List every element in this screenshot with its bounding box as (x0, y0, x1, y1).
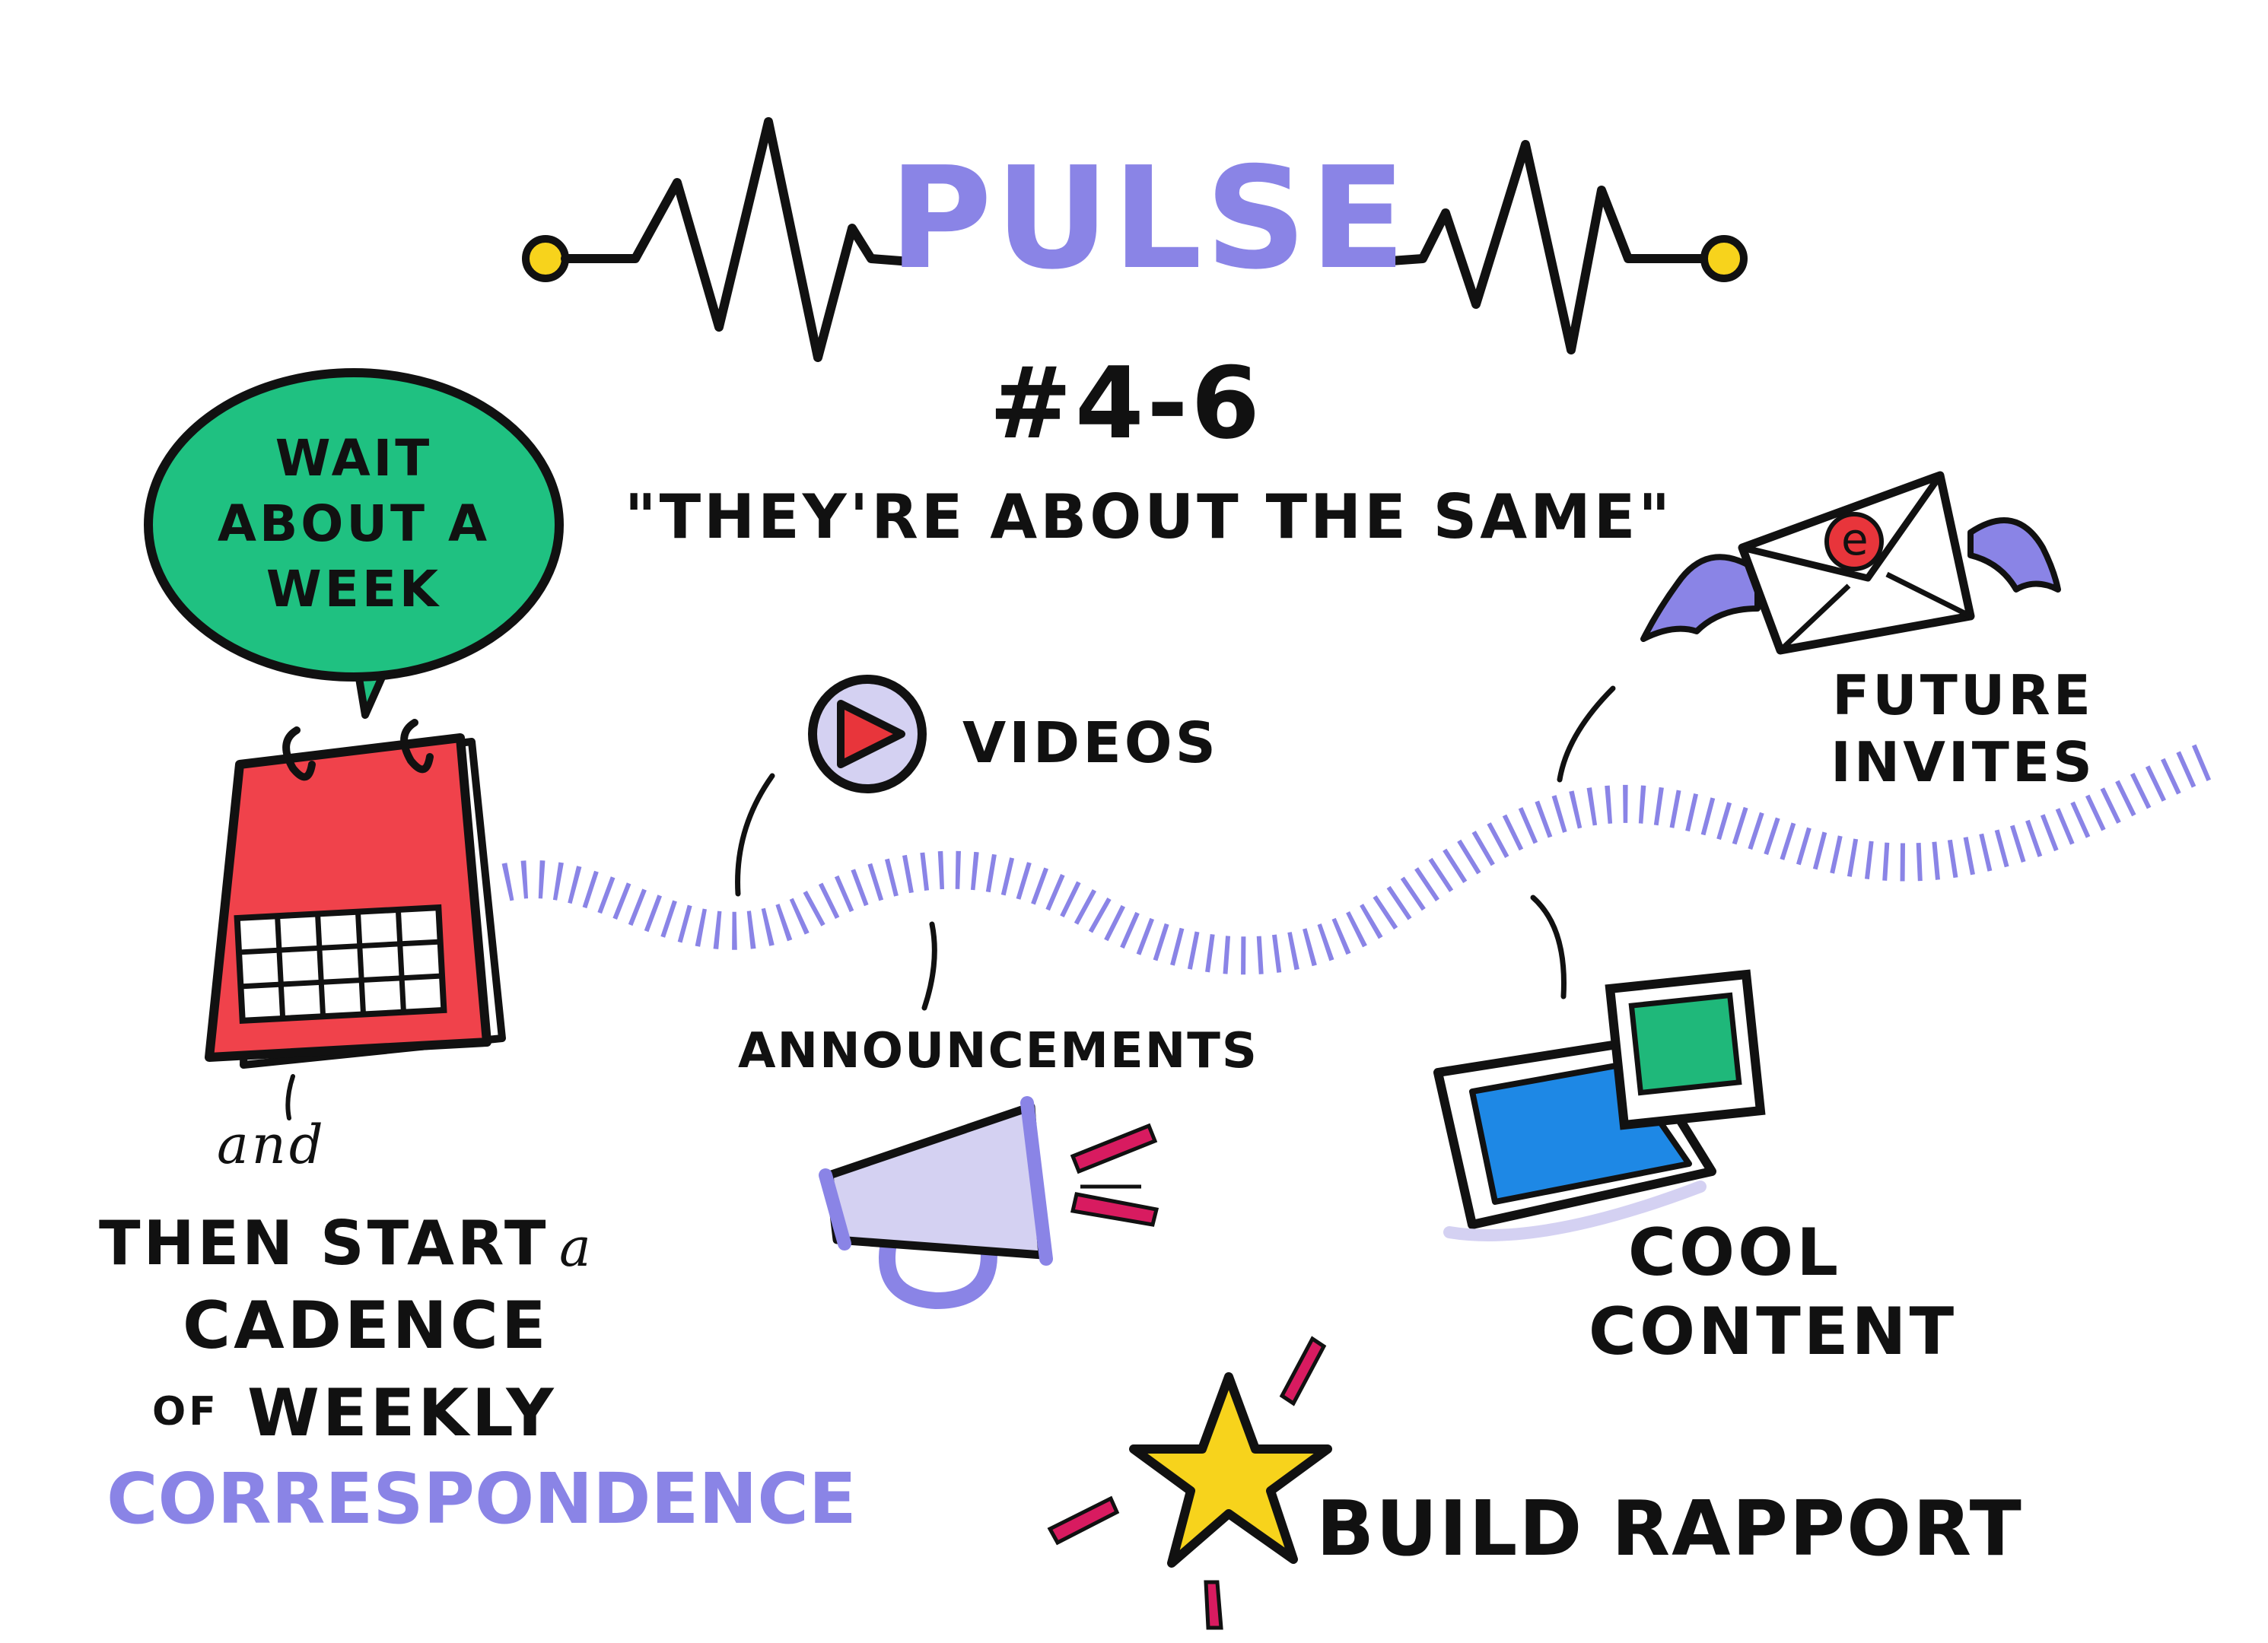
announcements-label: ANNOUNCEMENTS (738, 1023, 1258, 1079)
future-invites-line: FUTURE (1832, 663, 2094, 727)
calendar-note-line: THEN START (99, 1208, 549, 1279)
build-rapport-label: BUILD RAPPORT (1316, 1484, 2023, 1573)
heartbeat-line-left-icon (522, 117, 925, 362)
calendar-note-line: CADENCE (183, 1288, 549, 1364)
megaphone-icon (819, 1096, 1159, 1310)
photo-frames-icon (1433, 969, 1766, 1241)
calendar-icon (205, 719, 506, 1120)
cool-content-label: COOL CONTENT (1589, 1213, 1957, 1371)
bubble-line: WAIT (275, 429, 433, 488)
future-invites-label: FUTURE INVITES (1831, 662, 2095, 796)
calendar-note-of: OF (152, 1389, 219, 1435)
speech-bubble-text: WAIT ABOUT A WEEK (218, 426, 490, 622)
envelope-letter: e (1841, 513, 1869, 565)
connector-lines (735, 685, 1616, 1011)
quote-text: "THEY'RE ABOUT THE SAME" (624, 481, 1674, 552)
bubble-line: ABOUT A (217, 494, 491, 553)
speech-bubble-icon (144, 368, 564, 719)
correspondence-text: CORRESPONDENCE (107, 1458, 857, 1540)
heartbeat-line-right-icon (1365, 140, 1748, 354)
cool-content-line: CONTENT (1588, 1294, 1958, 1370)
calendar-note-and: and (217, 1114, 326, 1176)
play-button-icon (808, 675, 927, 793)
calendar-note-line: WEEKLY (247, 1375, 557, 1451)
page-title: PULSE (889, 136, 1409, 300)
bubble-line: WEEK (266, 560, 442, 618)
videos-label: VIDEOS (962, 710, 1219, 776)
calendar-note-a: a (559, 1216, 594, 1279)
winged-envelope-icon (1640, 471, 2061, 655)
star-icon (1047, 1336, 1332, 1630)
cool-content-line: COOL (1627, 1215, 1842, 1291)
page-subtitle: #4-6 (989, 345, 1263, 461)
future-invites-line: INVITES (1831, 730, 2095, 794)
